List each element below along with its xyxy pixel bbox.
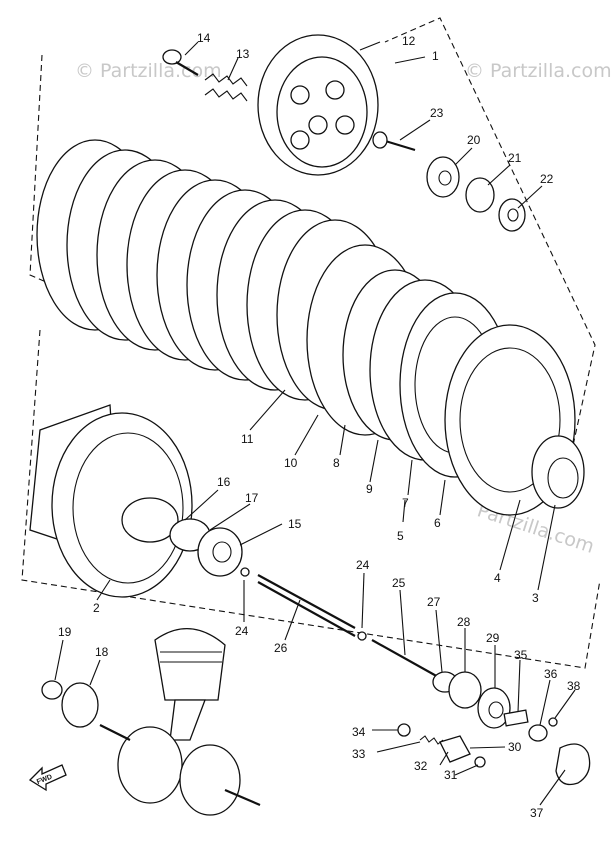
callout-7: 7 [402, 496, 409, 510]
nut-and-washers [372, 131, 526, 232]
callout-10: 10 [284, 456, 298, 470]
callout-27: 27 [427, 595, 441, 609]
thrust-washers [169, 518, 243, 577]
group-outline-clutch-pack [21, 17, 601, 669]
callout-35: 35 [514, 648, 528, 662]
callout-30: 30 [508, 740, 522, 754]
callout-20: 20 [467, 133, 481, 147]
forward-arrow [28, 764, 67, 792]
push-rods [240, 567, 441, 679]
callout-28: 28 [457, 615, 471, 629]
callout-25: 25 [392, 576, 406, 590]
callout-8: 8 [333, 456, 340, 470]
primary-driven-gear-housing [29, 404, 193, 598]
screw-and-spring [162, 49, 248, 102]
callout-15: 15 [288, 517, 302, 531]
callout-13: 13 [236, 47, 250, 61]
callout-21: 21 [508, 151, 522, 165]
callout-3: 3 [532, 591, 539, 605]
clutch-release-parts [397, 671, 591, 786]
callout-19: 19 [58, 625, 72, 639]
watermark: © Partzilla.com [75, 60, 222, 82]
callout-29: 29 [486, 631, 500, 645]
callout-36: 36 [544, 667, 558, 681]
callout-11: 11 [241, 432, 254, 446]
callout-32: 32 [414, 759, 428, 773]
callout-24-upper: 24 [356, 558, 370, 572]
callout-16: 16 [217, 475, 231, 489]
callout-2: 2 [93, 601, 100, 615]
callout-5: 5 [397, 529, 404, 543]
crankshaft-and-piston [41, 628, 261, 816]
callout-4: 4 [494, 571, 501, 585]
callout-31: 31 [444, 768, 458, 782]
callout-6: 6 [434, 516, 441, 530]
callout-37: 37 [530, 806, 544, 820]
leader-lines [54, 41, 576, 806]
callout-labels: 1 2 3 4 5 6 7 8 9 10 11 12 13 14 15 16 1… [36, 31, 581, 820]
clutch-boss [444, 324, 585, 516]
watermark: © Partzilla.com [465, 60, 612, 82]
callout-9: 9 [366, 482, 373, 496]
callout-34: 34 [352, 725, 366, 739]
callout-26: 26 [274, 641, 288, 655]
callout-12: 12 [402, 34, 416, 48]
callout-17: 17 [245, 491, 259, 505]
callout-14: 14 [197, 31, 211, 45]
callout-1: 1 [432, 49, 439, 63]
callout-38: 38 [567, 679, 581, 693]
callout-24-lower: 24 [235, 624, 249, 638]
callout-33: 33 [352, 747, 366, 761]
pressure-plate [257, 34, 379, 176]
callout-23: 23 [430, 106, 444, 120]
callout-22: 22 [540, 172, 554, 186]
callout-18: 18 [95, 645, 109, 659]
